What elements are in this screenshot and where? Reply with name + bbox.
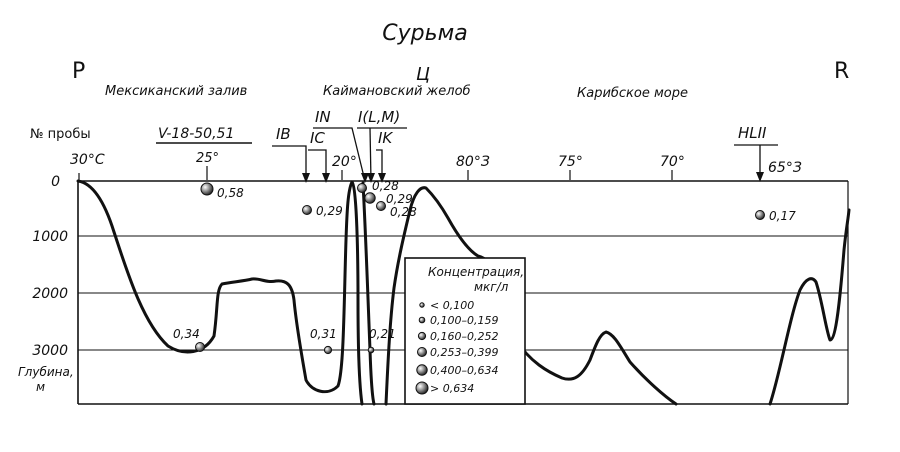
top-tick-marks bbox=[78, 166, 673, 180]
station-ib-arrowhead bbox=[302, 173, 310, 183]
station-ilm: I(L,M) bbox=[357, 108, 407, 183]
station-in: IN bbox=[313, 108, 369, 183]
station-ik-label: IK bbox=[378, 129, 393, 147]
sample-dot bbox=[755, 210, 765, 220]
station-ilm-arrowhead bbox=[367, 173, 375, 183]
concentration-legend: Концентрация, мкг/л < 0,100 0,100–0,159 … bbox=[404, 257, 526, 405]
depth-axis-label-line1: Глубина, bbox=[18, 365, 74, 379]
legend-swatch bbox=[415, 381, 429, 395]
sample-value-label: 0,29 bbox=[386, 192, 413, 206]
station-ic-arrowhead bbox=[322, 173, 330, 183]
bottom-profile-gulf bbox=[76, 179, 364, 406]
sample-value-label: 0,29 bbox=[316, 204, 343, 218]
sample-dot bbox=[302, 205, 312, 215]
section-start-label: P bbox=[72, 59, 85, 84]
station-v18: V-18-50,51 25° bbox=[156, 126, 252, 166]
lon-tick-20: 20° bbox=[332, 154, 357, 170]
station-ik-pointer bbox=[376, 149, 383, 181]
lon-tick-70: 70° bbox=[660, 154, 685, 170]
station-ic-label: IC bbox=[310, 129, 325, 147]
legend-box bbox=[404, 257, 526, 405]
legend-class-label: 0,253–0,399 bbox=[430, 346, 498, 359]
legend-swatch bbox=[419, 302, 425, 308]
legend-title-line2: мкг/л bbox=[474, 280, 509, 294]
station-ik-arrowhead bbox=[378, 173, 386, 183]
legend-class-label: < 0,100 bbox=[430, 299, 474, 312]
depth-axis-label-line2: м bbox=[36, 380, 45, 394]
station-ik: IK bbox=[376, 129, 393, 183]
station-hl2: HLII bbox=[734, 124, 778, 182]
depth-tick-3000: 3000 bbox=[32, 343, 68, 359]
legend-class-label: 0,160–0,252 bbox=[430, 330, 498, 343]
sample-dot bbox=[367, 346, 375, 354]
station-ilm-pointer bbox=[369, 127, 372, 182]
station-ib-pointer bbox=[272, 145, 307, 181]
sample-dot bbox=[200, 182, 214, 196]
legend-class-label: 0,400–0,634 bbox=[430, 364, 498, 377]
station-hl2-label: HLII bbox=[738, 124, 767, 142]
region-gulf-of-mexico: Мексиканский залив bbox=[105, 84, 247, 99]
depth-tick-2000: 2000 bbox=[32, 286, 68, 302]
legend-swatch bbox=[417, 347, 427, 357]
sample-dot bbox=[364, 192, 376, 204]
sample-dot bbox=[376, 201, 386, 211]
region-caribbean-sea: Карибское море bbox=[577, 86, 688, 101]
region-cayman-trench: Каймановский желоб bbox=[323, 84, 471, 99]
diagram-title: Сурьма bbox=[382, 21, 467, 46]
lon-tick-30c: 30°С bbox=[70, 152, 105, 168]
depth-tick-1000: 1000 bbox=[32, 229, 68, 245]
station-in-label: IN bbox=[315, 108, 331, 126]
legend-swatch bbox=[417, 331, 427, 341]
station-ic: IC bbox=[308, 129, 330, 183]
sample-number-label: № пробы bbox=[30, 127, 91, 142]
station-ilm-label: I(L,M) bbox=[358, 108, 400, 126]
sample-value-label: 0,28 bbox=[390, 205, 417, 219]
sample-value-label: 0,58 bbox=[217, 186, 244, 200]
sample-dot bbox=[323, 345, 333, 355]
station-hl2-arrowhead bbox=[756, 172, 764, 182]
sample-value-label: 0,31 bbox=[310, 327, 337, 341]
station-ib: IB bbox=[272, 125, 310, 183]
section-end-label: R bbox=[834, 59, 849, 84]
section-mid-label: Ц bbox=[416, 64, 430, 85]
station-in-arrowhead bbox=[361, 173, 369, 183]
station-in-pointer bbox=[313, 127, 366, 182]
lon-tick-80w: 80°З bbox=[456, 154, 490, 170]
sample-dot bbox=[357, 183, 367, 193]
sample-points: 0,58 0,29 0,28 0,29 0,28 0,17 0,34 0,31 … bbox=[173, 179, 796, 355]
bottom-profile-trench-wall bbox=[361, 181, 376, 406]
legend-swatch bbox=[418, 316, 426, 324]
lon-tick-65w: 65°З bbox=[768, 160, 802, 176]
sample-dot bbox=[195, 342, 205, 352]
lon-tick-75: 75° bbox=[558, 154, 583, 170]
sample-value-label: 0,34 bbox=[173, 327, 200, 341]
bottom-profile-east bbox=[768, 208, 851, 406]
sample-value-label: 0,21 bbox=[369, 327, 396, 341]
legend-title-line1: Концентрация, bbox=[428, 265, 524, 279]
depth-tick-0: 0 bbox=[51, 174, 60, 190]
station-v18-label: V-18-50,51 bbox=[158, 126, 234, 142]
station-ib-label: IB bbox=[276, 125, 291, 143]
sample-value-label: 0,28 bbox=[372, 179, 399, 193]
station-v18-longitude: 25° bbox=[196, 151, 219, 166]
legend-class-label: 0,100–0,159 bbox=[430, 314, 498, 327]
legend-class-label: > 0,634 bbox=[430, 382, 474, 395]
legend-swatch bbox=[416, 364, 428, 376]
sample-value-label: 0,17 bbox=[769, 209, 796, 223]
station-ic-pointer bbox=[308, 149, 327, 181]
